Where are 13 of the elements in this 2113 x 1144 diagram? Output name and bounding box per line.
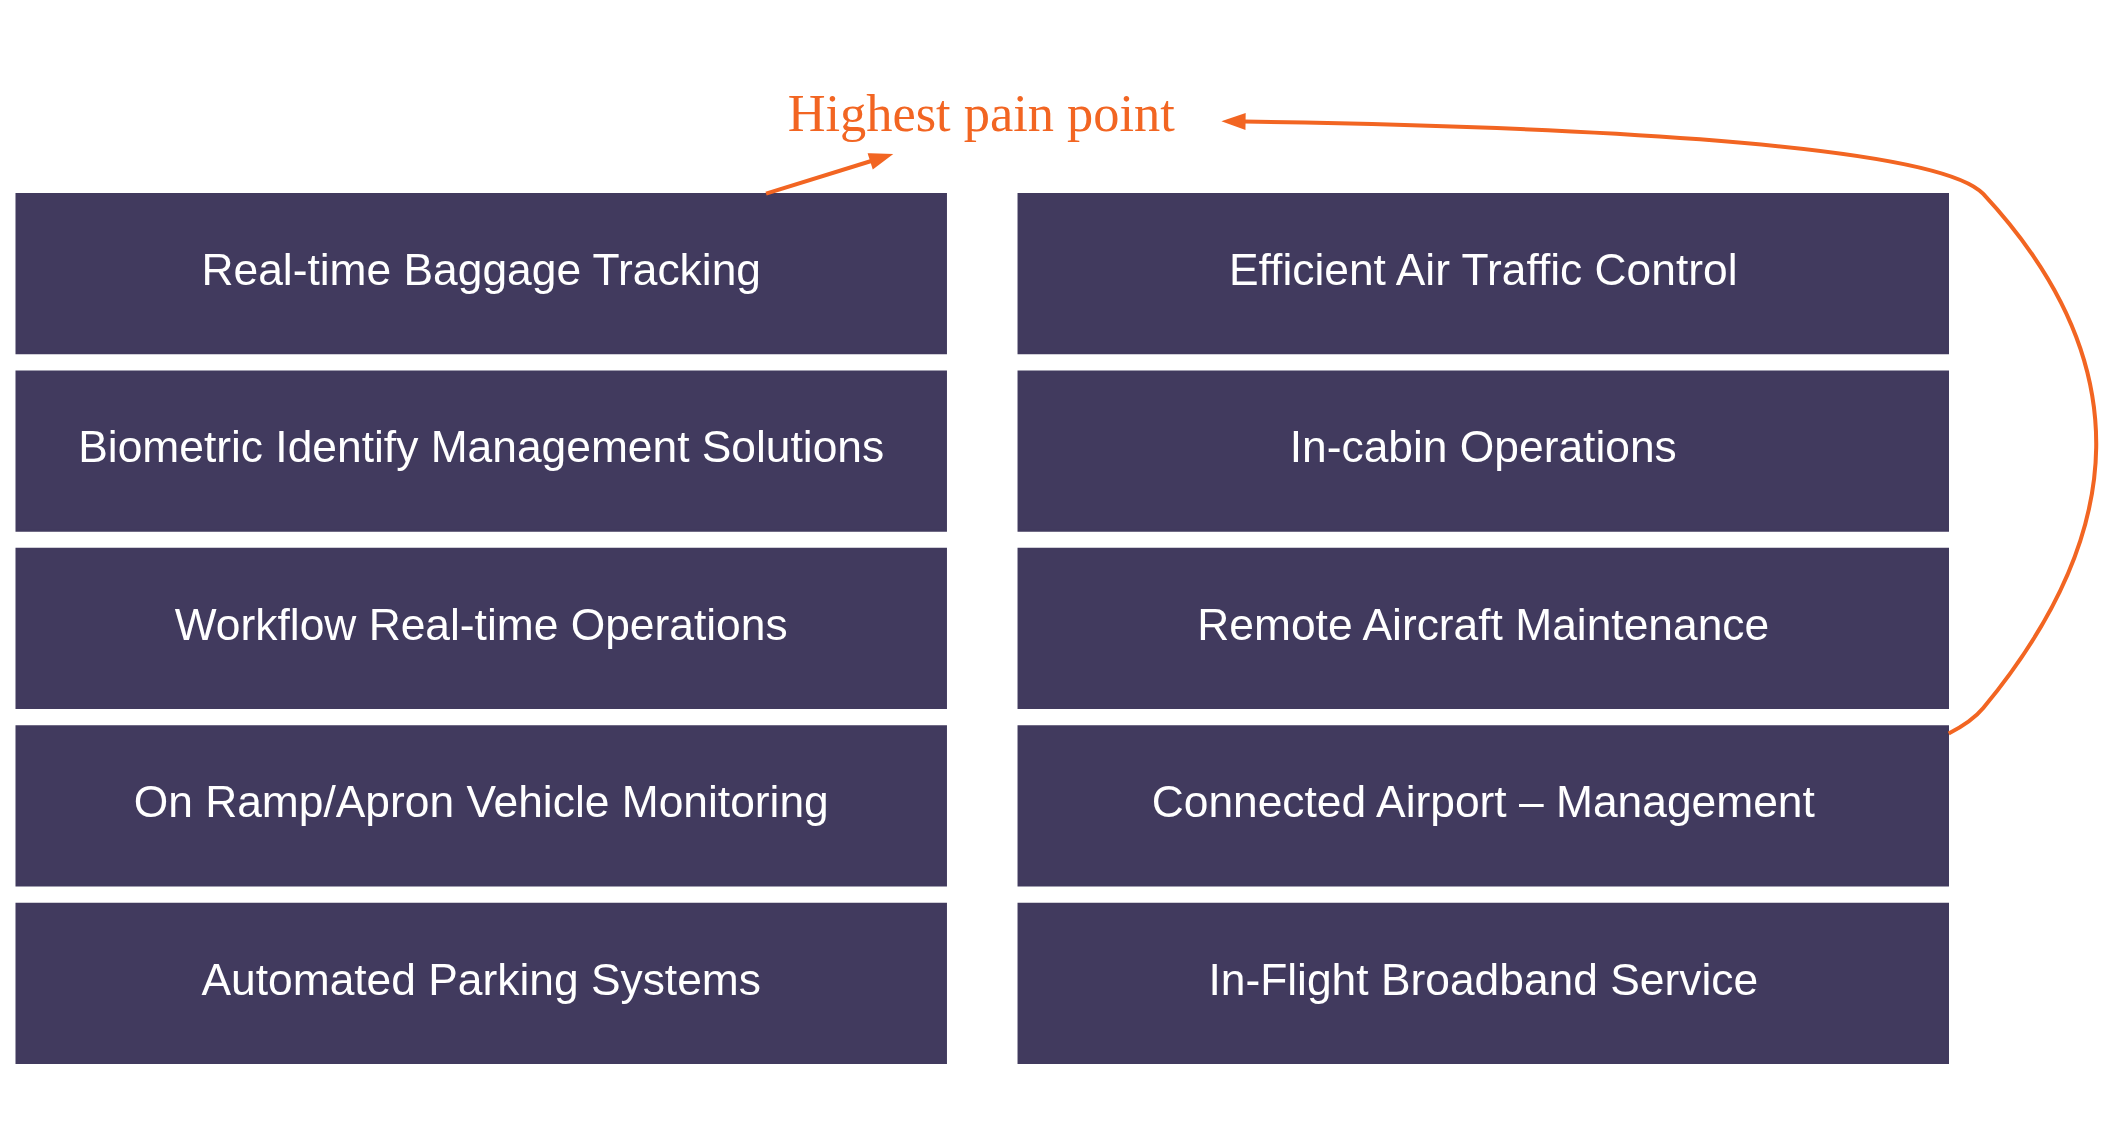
node-box: Connected Airport – Management [1017, 725, 1949, 887]
node-box: Biometric Identify Management Solutions [15, 370, 947, 532]
node-box: Remote Aircraft Maintenance [1017, 547, 1949, 710]
node-box: On Ramp/Apron Vehicle Monitoring [15, 725, 947, 887]
node-box: In-Flight Broadband Service [1017, 902, 1949, 1064]
node-box: Automated Parking Systems [15, 902, 947, 1064]
arrow [765, 153, 894, 196]
node-box: Efficient Air Traffic Control [1017, 192, 1949, 355]
node-box: In-cabin Operations [1017, 370, 1949, 532]
node-box: Workflow Real-time Operations [15, 547, 947, 710]
arrow [1221, 113, 2099, 736]
node-text: Highest pain point [787, 84, 1175, 143]
node-box: Real-time Baggage Tracking [15, 192, 947, 355]
